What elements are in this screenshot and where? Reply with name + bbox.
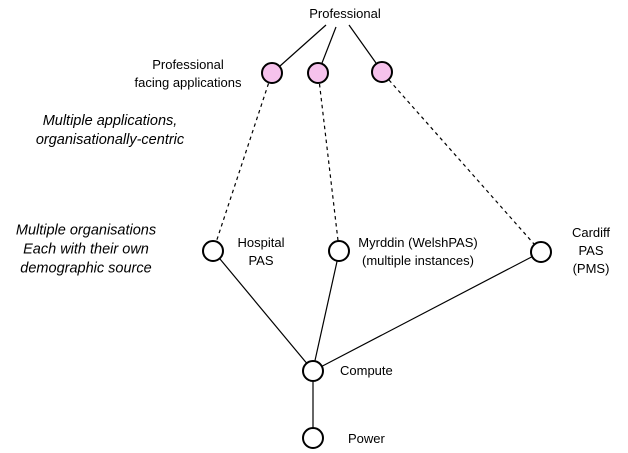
edge-cardiff-pas-node-to-compute-node: [322, 256, 532, 367]
edge-app-node-3-to-cardiff-pas-node: [388, 79, 535, 245]
edge-professional-label-to-app-node-1: [279, 24, 327, 67]
edge-app-node-2-to-myrddin-node: [318, 83, 339, 241]
power-label: Power: [348, 431, 385, 446]
professional-facing-applications-label: Professional facing applications: [134, 57, 242, 90]
hospital-pas-label: Hospital PAS: [237, 235, 285, 268]
multiple-organisations-annotation: Multiple organisations Each with their o…: [15, 222, 157, 277]
hospital-pas-node: [202, 240, 224, 262]
cardiff-pas-label: Cardiff PAS (PMS): [571, 225, 611, 276]
power-node: [302, 427, 324, 449]
cardiff-pas-node: [530, 241, 552, 263]
app-node-1: [261, 62, 283, 84]
compute-node: [302, 360, 324, 382]
edge-hospital-pas-node-to-compute-node: [219, 258, 307, 364]
professional-label: Professional: [309, 6, 381, 21]
myrddin-node: [328, 240, 350, 262]
app-node-2: [307, 62, 329, 84]
edge-myrddin-node-to-compute-node: [314, 261, 338, 361]
edge-professional-label-to-app-node-3: [348, 24, 377, 64]
multiple-applications-annotation: Multiple applications, organisationally-…: [35, 113, 185, 148]
myrddin-welshpas-label: Myrddin (WelshPAS) (multiple instances): [358, 235, 478, 268]
app-node-3: [371, 61, 393, 83]
edge-professional-label-to-app-node-2: [321, 26, 337, 64]
edge-app-node-1-to-hospital-pas-node: [215, 83, 270, 242]
compute-label: Compute: [340, 363, 393, 378]
